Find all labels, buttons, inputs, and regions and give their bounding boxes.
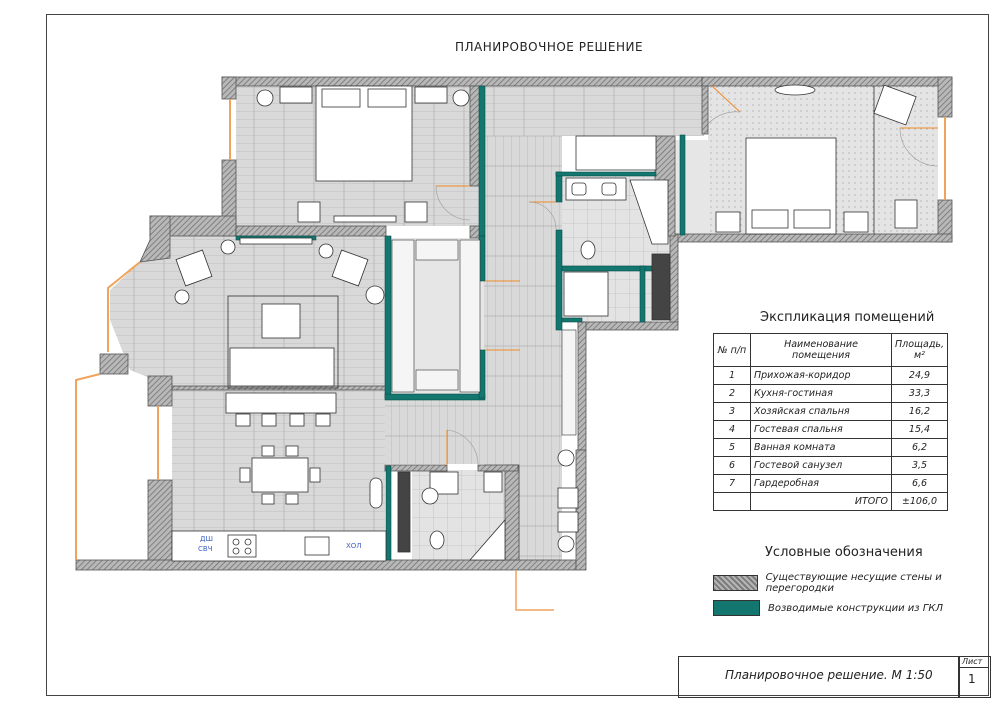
gkl-walls [235, 85, 686, 561]
row-area: 33,3 [891, 384, 948, 403]
sheet-number: 1 [968, 672, 976, 686]
dining-table [251, 457, 309, 493]
plant-icon [318, 243, 334, 259]
sanitary-fixtures [397, 177, 671, 561]
legend-label: Существующие несущие стены и перегородки [765, 572, 942, 594]
row-area: 15,4 [891, 420, 948, 439]
sheet-box [958, 656, 991, 698]
table-row: 6 Гостевой санузел 3,5 [713, 456, 948, 475]
corridor-furniture [557, 135, 657, 553]
drawing-frame [46, 14, 989, 696]
armchair [175, 249, 213, 287]
corridor-floor [484, 86, 704, 136]
bearing-walls [75, 76, 953, 571]
fridge-label: ХОЛ [346, 542, 362, 550]
table-row: 4 Гостевая спальня 15,4 [713, 420, 948, 439]
table-header-row: № п/п Наименование помещения Площадь, м² [713, 333, 948, 367]
coffee-table [261, 303, 301, 339]
windows [75, 99, 946, 611]
table-row: 2 Кухня-гостиная 33,3 [713, 384, 948, 403]
table-row: 5 Ванная комната 6,2 [713, 438, 948, 457]
row-num: 3 [713, 402, 751, 421]
hatch-swatch [713, 575, 758, 591]
explication-table: № п/п Наименование помещения Площадь, м²… [713, 333, 948, 511]
table-row: 3 Хозяйская спальня 16,2 [713, 402, 948, 421]
row-area: 3,5 [891, 456, 948, 475]
row-area: 6,6 [891, 474, 948, 493]
shower-tray [563, 271, 609, 317]
total-spacer [713, 492, 751, 511]
armchair [331, 249, 369, 287]
plant-icon [557, 449, 575, 467]
doors [435, 85, 939, 466]
living-room-furniture [174, 237, 385, 389]
master-bedroom-furniture [256, 85, 470, 223]
legend-label: Возводимые конструкции из ГКЛ [768, 602, 943, 614]
row-name: Кухня-гостиная [749, 384, 893, 403]
title-block-text: Планировочное решение. М 1:50 [725, 668, 933, 682]
table-row: 7 Гардеробная 6,6 [713, 474, 948, 493]
header-num: № п/п [713, 333, 751, 367]
plant-icon [452, 89, 470, 107]
bar-counter [225, 392, 337, 414]
corridor-sofa [575, 135, 657, 171]
legend-title: Условные обозначения [765, 545, 923, 560]
guest-toilet [429, 530, 445, 550]
wardrobe-furniture [391, 239, 577, 436]
row-num: 1 [713, 366, 751, 385]
microwave-label: СВЧ [198, 545, 213, 553]
sofa [229, 347, 335, 387]
sheet-label: Лист [962, 657, 983, 666]
header-area: Площадь, м² [891, 333, 948, 367]
corridor-floor-lower [385, 398, 560, 464]
row-name: Гостевой санузел [749, 456, 893, 475]
row-num: 6 [713, 456, 751, 475]
row-num: 4 [713, 420, 751, 439]
teal-swatch [713, 600, 760, 616]
plant-icon [557, 535, 575, 553]
row-num: 5 [713, 438, 751, 457]
row-num: 7 [713, 474, 751, 493]
toilet [580, 240, 596, 260]
bathtub [629, 179, 669, 245]
explication-title: Экспликация помещений [760, 310, 935, 325]
header-name: Наименование помещения [749, 333, 893, 367]
row-area: 24,9 [891, 366, 948, 385]
row-area: 16,2 [891, 402, 948, 421]
kitchen-counter [171, 530, 387, 562]
sheet-divider [958, 667, 989, 668]
row-num: 2 [713, 384, 751, 403]
plant-icon [365, 285, 385, 305]
dishwasher-label: ДШ [200, 535, 213, 543]
total-label: ИТОГО [750, 492, 893, 511]
row-name: Гардеробная [749, 474, 893, 493]
kitchen-furniture [171, 392, 387, 562]
plant-icon [220, 239, 236, 255]
row-name: Прихожая-коридор [749, 366, 893, 385]
row-name: Ванная комната [749, 438, 893, 457]
legend-item-bearing: Существующие несущие стены и перегородки [713, 572, 1000, 594]
legend-item-gkl: Возводимые конструкции из ГКЛ [713, 600, 943, 616]
title-block [678, 656, 960, 698]
plan-title: ПЛАНИРОВОЧНОЕ РЕШЕНИЕ [455, 40, 644, 54]
row-name: Гостевая спальня [749, 420, 893, 439]
guest-bedroom-furniture [715, 84, 918, 235]
table-row: 1 Прихожая-коридор 24,9 [713, 366, 948, 385]
table-total-row: ИТОГО ±106,0 [713, 492, 948, 511]
row-area: 6,2 [891, 438, 948, 457]
plant-icon [256, 89, 274, 107]
row-name: Хозяйская спальня [749, 402, 893, 421]
total-value: ±106,0 [891, 492, 948, 511]
